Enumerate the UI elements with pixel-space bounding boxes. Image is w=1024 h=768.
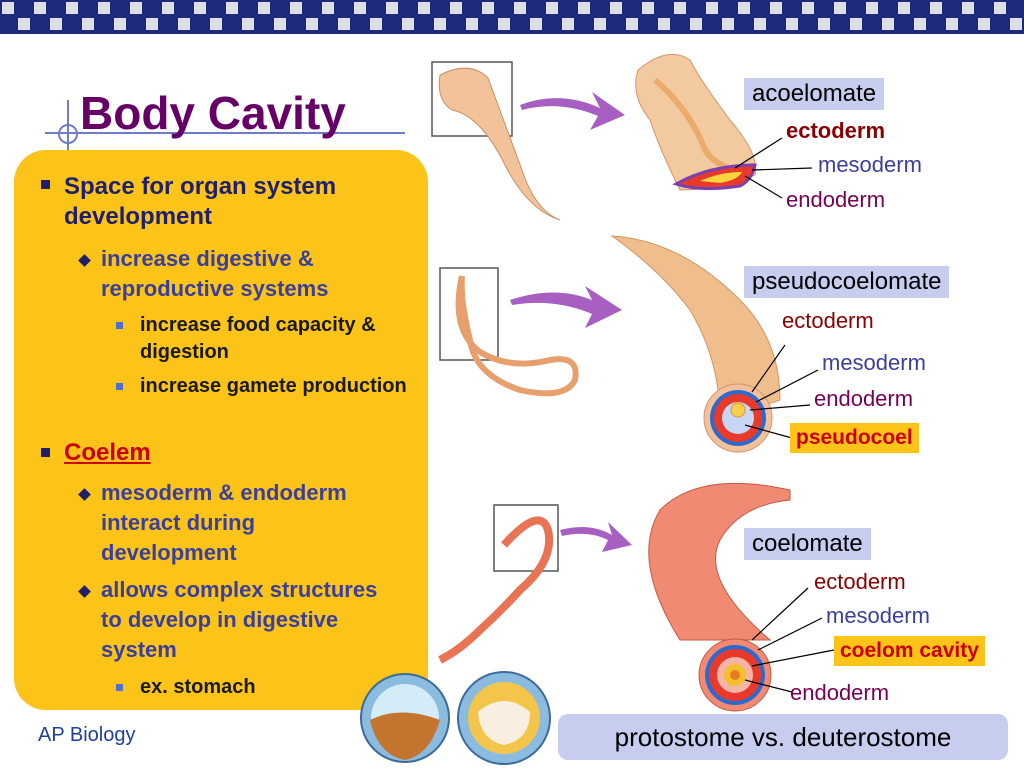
label-acoelomate-endoderm: endoderm (786, 187, 886, 212)
earthworm-body (648, 482, 791, 641)
sub-sub-bullet-gamete: increase gamete production (140, 375, 407, 397)
bullet-small-square-icon (116, 383, 123, 390)
flatworm-thumbnail (438, 67, 561, 221)
earthworm-thumbnail (438, 516, 554, 664)
bullet-square-icon (41, 180, 50, 189)
sub-bullet-complex-structures: allows complex structures to develop in … (101, 577, 378, 662)
header-pattern-bar (0, 0, 1024, 34)
title-crosshair-circle (58, 124, 78, 144)
bullet-small-square-icon (116, 322, 123, 329)
protostome-deuterostome-banner: protostome vs. deuterostome (558, 714, 1008, 760)
label-coelomate: coelomate (744, 528, 871, 560)
label-acoelomate: acoelomate (744, 78, 885, 110)
label-pseudocoelomate-ectoderm: ectoderm (782, 308, 874, 333)
sub-bullet-digestive: increase digestive & reproductive system… (101, 246, 329, 301)
flatworm-cross-core (700, 172, 742, 183)
roundworm-thumbnail (455, 275, 579, 397)
title-underline (45, 132, 405, 134)
bullet-small-square-icon (116, 684, 123, 691)
label-acoelomate-ectoderm: ectoderm (786, 118, 886, 143)
footer-label: AP Biology (38, 724, 136, 746)
arrow-icon (520, 92, 625, 130)
label-coelomate-endoderm: endoderm (790, 680, 890, 705)
bullet-space-for-organ: Space for organ system development (64, 173, 337, 230)
arrow-icon (560, 522, 632, 552)
label-pseudocoelomate-endoderm: endoderm (814, 386, 914, 411)
label-pseudocoelomate-mesoderm: mesoderm (822, 350, 926, 375)
bullet-coelem: Coelem (64, 439, 151, 466)
sub-sub-bullet-food: increase food capacity & digestion (140, 314, 376, 363)
flatworm-thumbnail-frame (431, 61, 513, 137)
bullet-panel (14, 150, 428, 710)
roundworm-body (610, 235, 781, 421)
label-coelom-cavity: coelom cavity (834, 636, 985, 666)
flatworm-gut (653, 77, 736, 173)
arrow-icon (510, 286, 622, 328)
sub-sub-bullet-stomach: ex. stomach (140, 676, 256, 698)
label-acoelomate-mesoderm: mesoderm (818, 152, 922, 177)
bullet-square-icon (41, 448, 50, 457)
label-pseudocoelomate: pseudocoelomate (744, 266, 950, 298)
earthworm-thumbnail-frame (493, 504, 559, 572)
sub-bullet-mesoderm-endoderm: mesoderm & endoderm interact during deve… (101, 480, 347, 565)
roundworm-thumbnail-frame (439, 267, 499, 361)
label-coelomate-ectoderm: ectoderm (814, 569, 906, 594)
slide-title: Body Cavity (80, 87, 346, 139)
label-pseudocoel: pseudocoel (790, 423, 919, 453)
label-coelomate-mesoderm: mesoderm (826, 603, 930, 628)
